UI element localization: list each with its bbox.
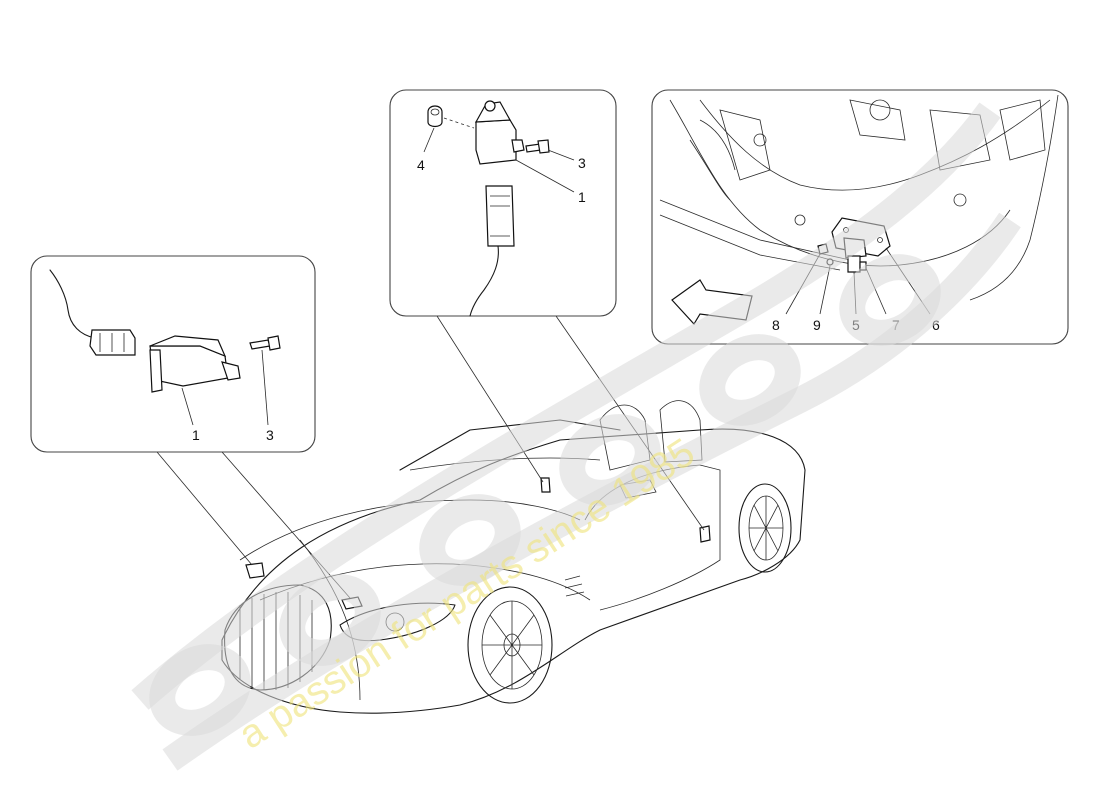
callout-8-right: 8 xyxy=(772,317,780,333)
sensor-marker-door xyxy=(699,525,711,543)
watermark: a passion for parts since 1985 xyxy=(131,102,1021,771)
callout-6-right: 6 xyxy=(932,317,940,333)
watermark-logo-shapes xyxy=(131,102,1021,771)
callout-1-left: 1 xyxy=(192,427,200,443)
callout-9-right: 9 xyxy=(813,317,821,333)
callout-4-top: 4 xyxy=(417,157,425,173)
top-detail-panel: 4 3 1 xyxy=(389,89,617,317)
left-detail-panel: 1 3 xyxy=(30,255,316,453)
callout-3-top: 3 xyxy=(578,155,586,171)
sensor-marker-front-left xyxy=(245,562,265,579)
callout-3-left: 3 xyxy=(266,427,274,443)
sensor-marker-tunnel xyxy=(540,477,551,493)
callout-1-top: 1 xyxy=(578,189,586,205)
